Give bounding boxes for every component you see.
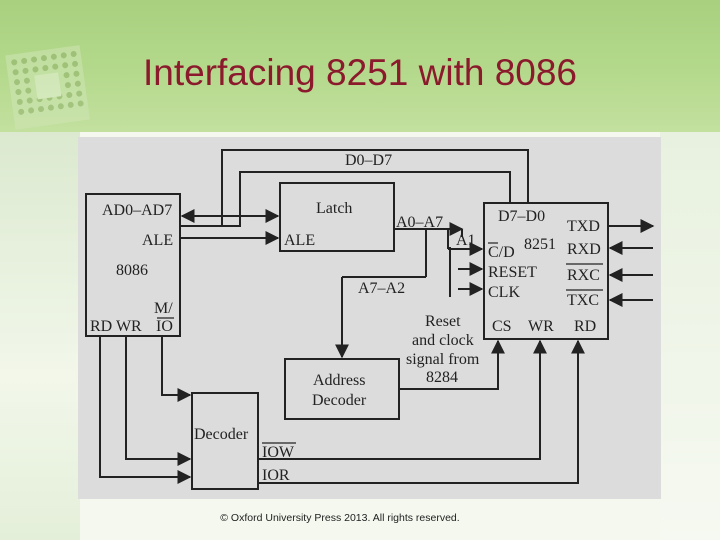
usart-cs-label: CS [492,318,512,335]
ior-line [258,339,585,484]
latch-box [279,182,395,252]
chip-image [5,45,90,130]
background-right [660,130,720,540]
data-bus-label: D0–D7 [345,152,392,169]
cpu-rd-wr-label: RD WR [90,318,142,335]
reset-note-line-4: 8284 [426,369,458,386]
usart-cd-label: C/D [488,244,515,261]
address-decoder-line-2: Decoder [312,392,367,409]
address-decoder-line-1: Address [313,372,365,389]
reset-note-line-2: and clock [412,332,474,349]
usart-a1-label: A1 [456,232,476,249]
cs-line [399,339,505,390]
data-bus-line-2 [180,171,511,227]
decoder-box [191,392,259,490]
slide-header: Interfacing 8251 with 8086 [0,0,720,132]
decoder-title: Decoder [194,426,249,443]
usart-clk-label: CLK [488,284,520,301]
usart-name-label: 8251 [524,236,556,253]
cpu-ale-label: ALE [142,232,173,249]
reset-note-line-1: Reset [425,313,461,330]
cpu-wr-line [125,336,192,466]
usart-txc-label: TXC [567,292,599,309]
latch-title: Latch [316,200,352,217]
latch-ale-label: ALE [284,232,315,249]
usart-wr-label: WR [528,318,554,335]
cpu-mio-bottom-label: IO [156,318,173,335]
background-left [0,130,80,540]
cpu-mio-top-label: M/ [154,300,173,317]
iow-line [258,339,547,460]
a7a2-label: A7–A2 [358,280,405,297]
usart-rd-label: RD [574,318,596,335]
usart-8251-box [483,202,609,340]
usart-rxd-label: RXD [567,241,601,258]
cpu-mio-line [161,336,192,402]
latch-a0a7-label: A0–A7 [396,214,443,231]
slide-title: Interfacing 8251 with 8086 [142,52,578,93]
cpu-rd-line [99,336,192,484]
copyright-footer: © Oxford University Press 2013. All righ… [220,512,460,524]
diagram-svg: D0–D7 AD0–AD7 ALE 8086 M/ IO RD WR Latch… [85,149,655,490]
cpu-ad-label: AD0–AD7 [102,202,172,219]
cpu-name-label: 8086 [116,262,148,279]
usart-d-label: D7–D0 [498,208,545,225]
address-decoder-box [284,358,400,420]
usart-rxc-label: RXC [567,267,600,284]
interface-diagram: D0–D7 AD0–AD7 ALE 8086 M/ IO RD WR Latch… [78,137,661,499]
decoder-ior-label: IOR [262,467,290,484]
usart-reset-label: RESET [488,264,537,281]
cpu-8086-box [85,193,181,337]
reset-note-line-3: signal from [406,351,480,368]
usart-txd-label: TXD [567,218,600,235]
decoder-iow-label: IOW [262,444,295,461]
